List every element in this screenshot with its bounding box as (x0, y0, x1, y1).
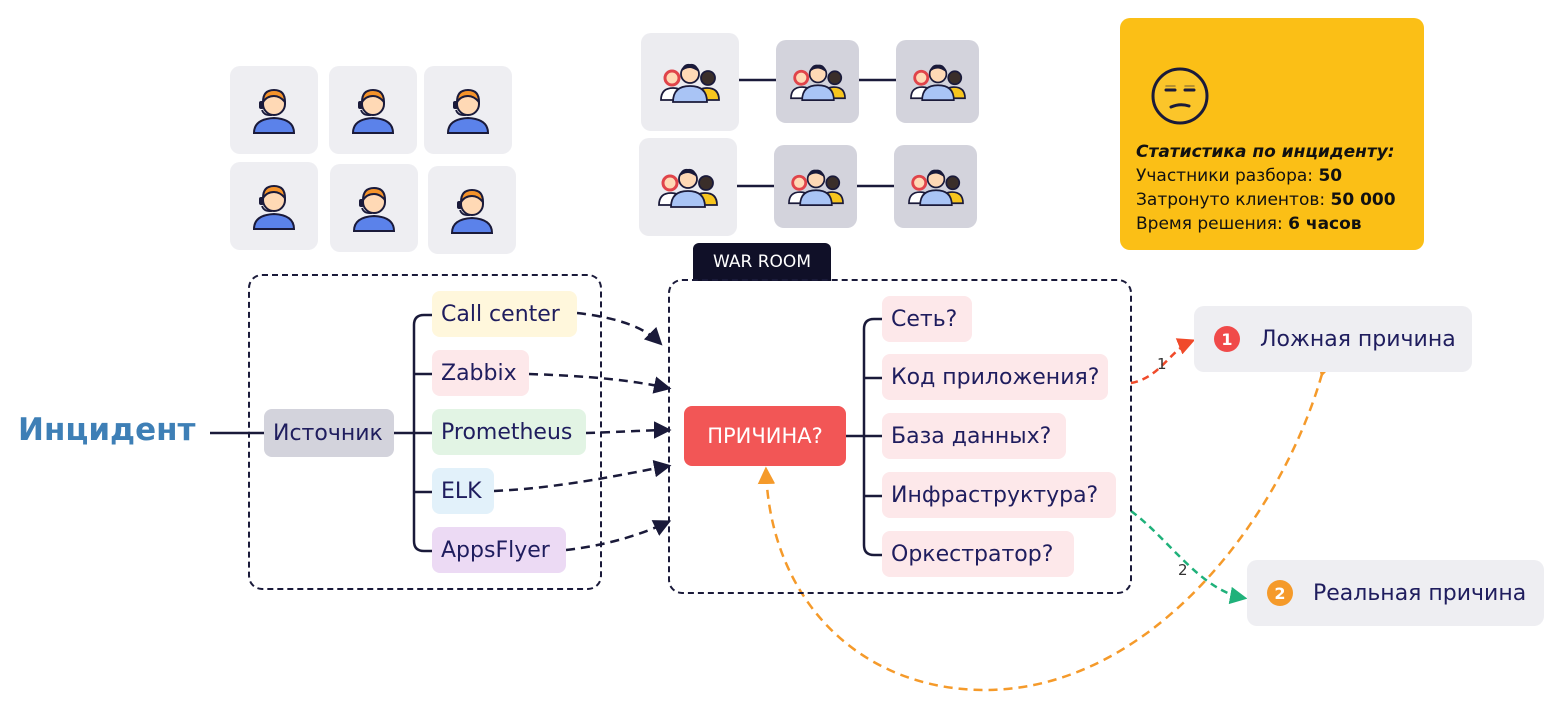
unamused-face-icon (1151, 67, 1209, 125)
sources-group (248, 274, 602, 590)
incident-stats-card: Статистика по инциденту: Участники разбо… (1120, 18, 1424, 250)
false-cause-link-label: 1 (1157, 355, 1167, 373)
return-arrow (757, 358, 1335, 692)
team-tile (774, 145, 857, 228)
source-appsflyer: AppsFlyer (432, 527, 566, 573)
hypothesis-infrastructure: Инфраструктура? (882, 472, 1116, 518)
team-tile (776, 40, 859, 123)
hypothesis-database: База данных? (882, 413, 1066, 459)
false-cause-node: 1 Ложная причина (1194, 306, 1472, 372)
operator-tile (330, 164, 418, 252)
stats-clients: Затронуто клиентов: 50 000 (1136, 190, 1396, 210)
operator-tile (230, 66, 318, 154)
operator-headset-icon (351, 88, 395, 134)
operator-headset-icon (252, 88, 296, 134)
false-cause-label: Ложная причина (1260, 326, 1456, 352)
operator-tile (428, 166, 516, 254)
team-tile (639, 138, 737, 236)
stats-time: Время решения: 6 часов (1136, 214, 1362, 234)
source-arrows (493, 311, 672, 552)
source-bracket (412, 313, 432, 553)
real-cause-number-badge: 2 (1267, 580, 1293, 606)
operator-headset-icon (252, 184, 296, 230)
operator-headset-icon (450, 188, 494, 234)
team-links (737, 78, 896, 188)
team-tile (641, 33, 739, 131)
reason-node: ПРИЧИНА? (684, 406, 846, 466)
hypothesis-network: Сеть? (882, 296, 972, 342)
operator-tile (230, 162, 318, 250)
war-room-tab: WAR ROOM (693, 243, 831, 281)
operator-headset-icon (352, 186, 396, 232)
source-prometheus: Prometheus (432, 409, 586, 455)
team-tile (894, 145, 977, 228)
operator-headset-icon (446, 88, 490, 134)
team-group-icon (907, 169, 964, 206)
stats-participants: Участники разбора: 50 (1136, 166, 1343, 186)
hypothesis-app-code: Код приложения? (882, 354, 1108, 400)
false-cause-number-badge: 1 (1214, 326, 1240, 352)
source-call-center: Call center (432, 291, 577, 337)
team-tile (896, 40, 979, 123)
incident-title: Инцидент (18, 412, 196, 448)
team-group-icon (787, 169, 844, 206)
team-group-icon (658, 168, 718, 208)
war-room-group (668, 279, 1132, 594)
source-elk: ELK (432, 468, 494, 514)
source-node: Источник (264, 409, 394, 457)
real-cause-label: Реальная причина (1313, 580, 1527, 606)
stats-title: Статистика по инциденту: (1136, 142, 1395, 162)
team-group-icon (909, 64, 966, 101)
real-cause-node: 2 Реальная причина (1247, 560, 1544, 626)
hypothesis-orchestrator: Оркестратор? (882, 531, 1074, 577)
source-zabbix: Zabbix (432, 350, 529, 396)
team-group-icon (789, 64, 846, 101)
operator-tile (329, 66, 417, 154)
real-cause-link-label: 2 (1178, 561, 1188, 579)
operator-tile (424, 66, 512, 154)
team-group-icon (660, 63, 720, 103)
real-cause-arrow (1130, 509, 1248, 605)
